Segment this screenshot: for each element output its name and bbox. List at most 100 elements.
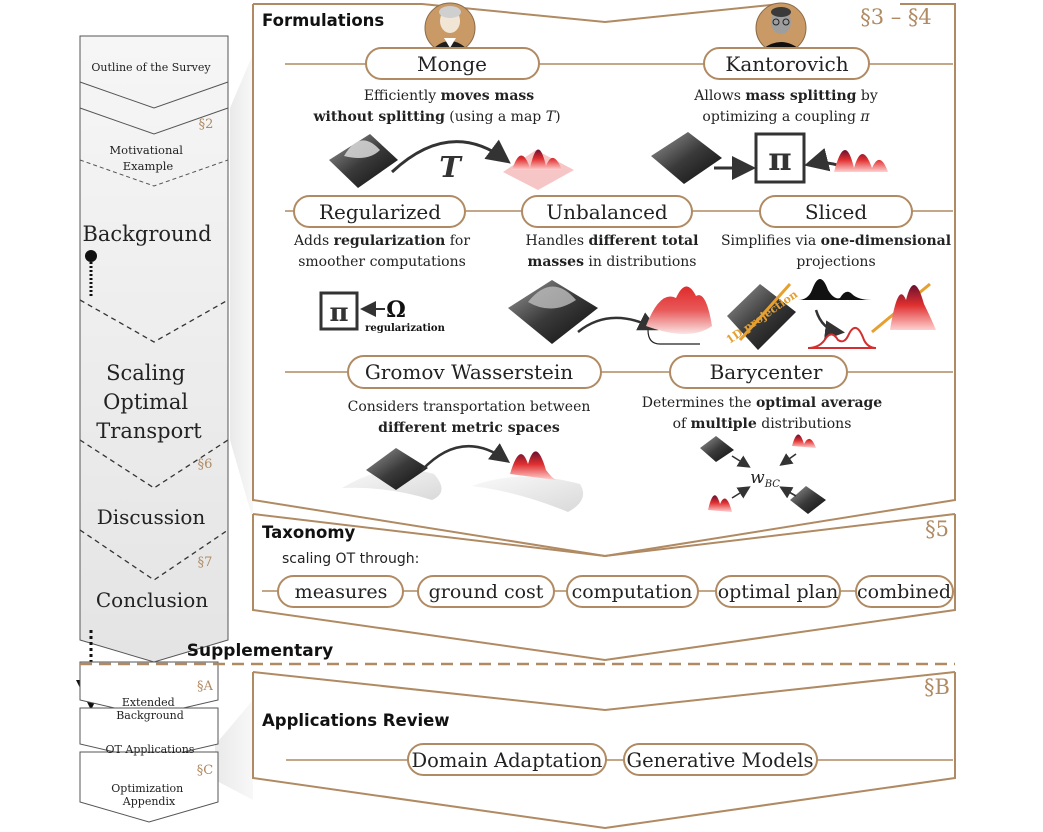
kantorovich-desc-2: optimizing a coupling π <box>702 109 870 125</box>
gromov-arrow <box>421 443 511 471</box>
kantorovich-target-peaks-icon <box>834 149 888 172</box>
regularized-pill[interactable] <box>293 195 466 228</box>
barycenter-desc-1: Determines the optimal average <box>642 395 883 411</box>
taxonomy-combined-pill[interactable] <box>855 575 954 608</box>
regularized-omega-symbol: Ω <box>386 297 406 323</box>
sliced-histogram-1 <box>798 279 872 300</box>
kantorovich-coupling-symbol: π <box>768 140 791 178</box>
monge-desc-2: without splitting (using a map T) <box>312 109 560 125</box>
monge-name: Monge <box>417 52 487 76</box>
outline-item-background[interactable]: Background <box>82 222 211 246</box>
outline-chevron-5 <box>79 439 229 489</box>
gromov-name: Gromov Wasserstein <box>365 360 573 384</box>
taxonomy-section: §5 <box>925 517 949 541</box>
barycenter-name: Barycenter <box>710 360 823 384</box>
barycenter-arrow-4 <box>779 486 797 499</box>
unbalanced-pill[interactable] <box>521 195 693 228</box>
outline-item-scaling-l1: Scaling <box>106 361 185 385</box>
applications-panel: Applications Review §B Domain Adaptation… <box>252 671 956 830</box>
taxonomy-groundcost: ground cost <box>429 581 544 603</box>
unbalanced-name: Unbalanced <box>546 200 668 224</box>
applications-section: §B <box>924 675 950 699</box>
supplementary-title: Supplementary <box>187 641 333 661</box>
kantorovich-portrait-icon <box>755 2 807 54</box>
gromov-pill[interactable] <box>347 355 602 389</box>
barycenter-desc-2: of multiple distributions <box>673 416 852 432</box>
appendix-otapps-label[interactable]: OT Applications <box>106 743 195 756</box>
kantorovich-pill[interactable] <box>703 47 870 80</box>
outline-item-scaling[interactable]: Scaling Optimal Transport <box>96 361 202 443</box>
monge-map-symbol: T <box>439 150 463 184</box>
taxonomy-measures-pill[interactable] <box>277 575 404 608</box>
taxonomy-measures: measures <box>295 581 388 603</box>
sliced-target-peaks-icon <box>890 284 936 330</box>
barycenter-arrow-2 <box>779 453 797 466</box>
appendix-optimization-l2: Appendix <box>122 795 176 808</box>
taxonomy-computation: computation <box>572 581 693 603</box>
sliced-pill[interactable] <box>759 195 913 228</box>
unbalanced-source-blob-icon <box>508 280 598 344</box>
sliced-desc-1: Simplifies via one-dimensional <box>721 233 951 249</box>
monge-pill[interactable] <box>365 47 540 80</box>
barycenter-blob-1-icon <box>700 436 734 462</box>
barycenter-blob-3-icon <box>708 495 732 512</box>
applications-domain-pill[interactable] <box>407 743 607 776</box>
taxonomy-combined: combined <box>857 581 951 603</box>
kantorovich-name: Kantorovich <box>725 52 848 76</box>
sliced-name: Sliced <box>805 200 868 224</box>
unbalanced-target-outline <box>647 329 700 345</box>
regularized-desc-1: Adds regularization for <box>293 233 470 249</box>
formulations-panel: Formulations §3 – §4 Monge Kantorovich E… <box>252 2 956 558</box>
applications-generative: Generative Models <box>627 749 814 772</box>
monge-desc-1: Efficiently moves mass <box>364 88 534 104</box>
barycenter-symbol: wBC <box>750 468 780 490</box>
regularized-label: regularization <box>365 323 445 334</box>
gromov-desc-2: different metric spaces <box>378 420 560 436</box>
appendix-extended-label[interactable]: Extended Background <box>116 696 184 722</box>
unbalanced-desc-2: masses in distributions <box>528 254 697 270</box>
outline-item-survey[interactable]: Outline of the Survey <box>91 61 211 74</box>
applications-title: Applications Review <box>262 711 450 730</box>
unbalanced-source-peak-icon <box>528 286 576 309</box>
outline-section-6: §6 <box>198 457 213 472</box>
sliced-desc-2: projections <box>796 254 875 270</box>
connector-applications <box>215 700 253 800</box>
gromov-source-blob-icon <box>366 448 428 490</box>
outline-item-discussion[interactable]: Discussion <box>97 505 206 529</box>
outline-column: Outline of the Survey §2 Motivational Ex… <box>76 35 253 823</box>
kantorovich-desc-1: Allows mass splitting by <box>693 88 878 104</box>
progress-marker-icon <box>85 250 97 262</box>
monge-target-peaks-icon <box>512 149 562 170</box>
applications-frame <box>252 671 956 830</box>
outline-chevron-3 <box>79 159 229 187</box>
regularized-name: Regularized <box>319 200 441 224</box>
barycenter-arrow-1 <box>731 455 751 468</box>
outline-item-scaling-l2: Optimal <box>103 390 188 414</box>
gromov-desc-1: Considers transportation between <box>348 399 591 415</box>
outline-item-conclusion[interactable]: Conclusion <box>96 588 208 612</box>
formulations-section: §3 – §4 <box>860 5 932 29</box>
monge-portrait-icon <box>424 2 476 54</box>
taxonomy-subtitle: scaling OT through: <box>282 551 419 567</box>
regularized-coupling-symbol: π <box>329 298 348 328</box>
barycenter-pill[interactable] <box>669 355 848 389</box>
outline-chevron-4 <box>79 299 229 343</box>
barycenter-arrow-3 <box>731 486 751 499</box>
appendix-section-c: §C <box>197 763 214 778</box>
outline-chevron-2 <box>79 107 229 135</box>
outline-item-motivational[interactable]: Motivational Example <box>109 143 186 173</box>
barycenter-blob-2-icon <box>792 434 816 448</box>
taxonomy-panel: Taxonomy §5 scaling OT through: measures… <box>252 513 956 662</box>
monge-source-peak-icon <box>344 140 380 158</box>
taxonomy-groundcost-pill[interactable] <box>417 575 555 608</box>
taxonomy-optimalplan-pill[interactable] <box>715 575 841 608</box>
sliced-arrow <box>814 309 845 341</box>
appendix-optimization-label[interactable]: Optimization Appendix <box>111 782 186 808</box>
regularized-coupling-box <box>319 291 359 331</box>
taxonomy-title: Taxonomy <box>262 523 356 542</box>
taxonomy-computation-pill[interactable] <box>566 575 699 608</box>
applications-generative-pill[interactable] <box>623 743 818 776</box>
appendix-extended-l2: Background <box>116 709 184 722</box>
unbalanced-target-icon <box>646 286 712 334</box>
